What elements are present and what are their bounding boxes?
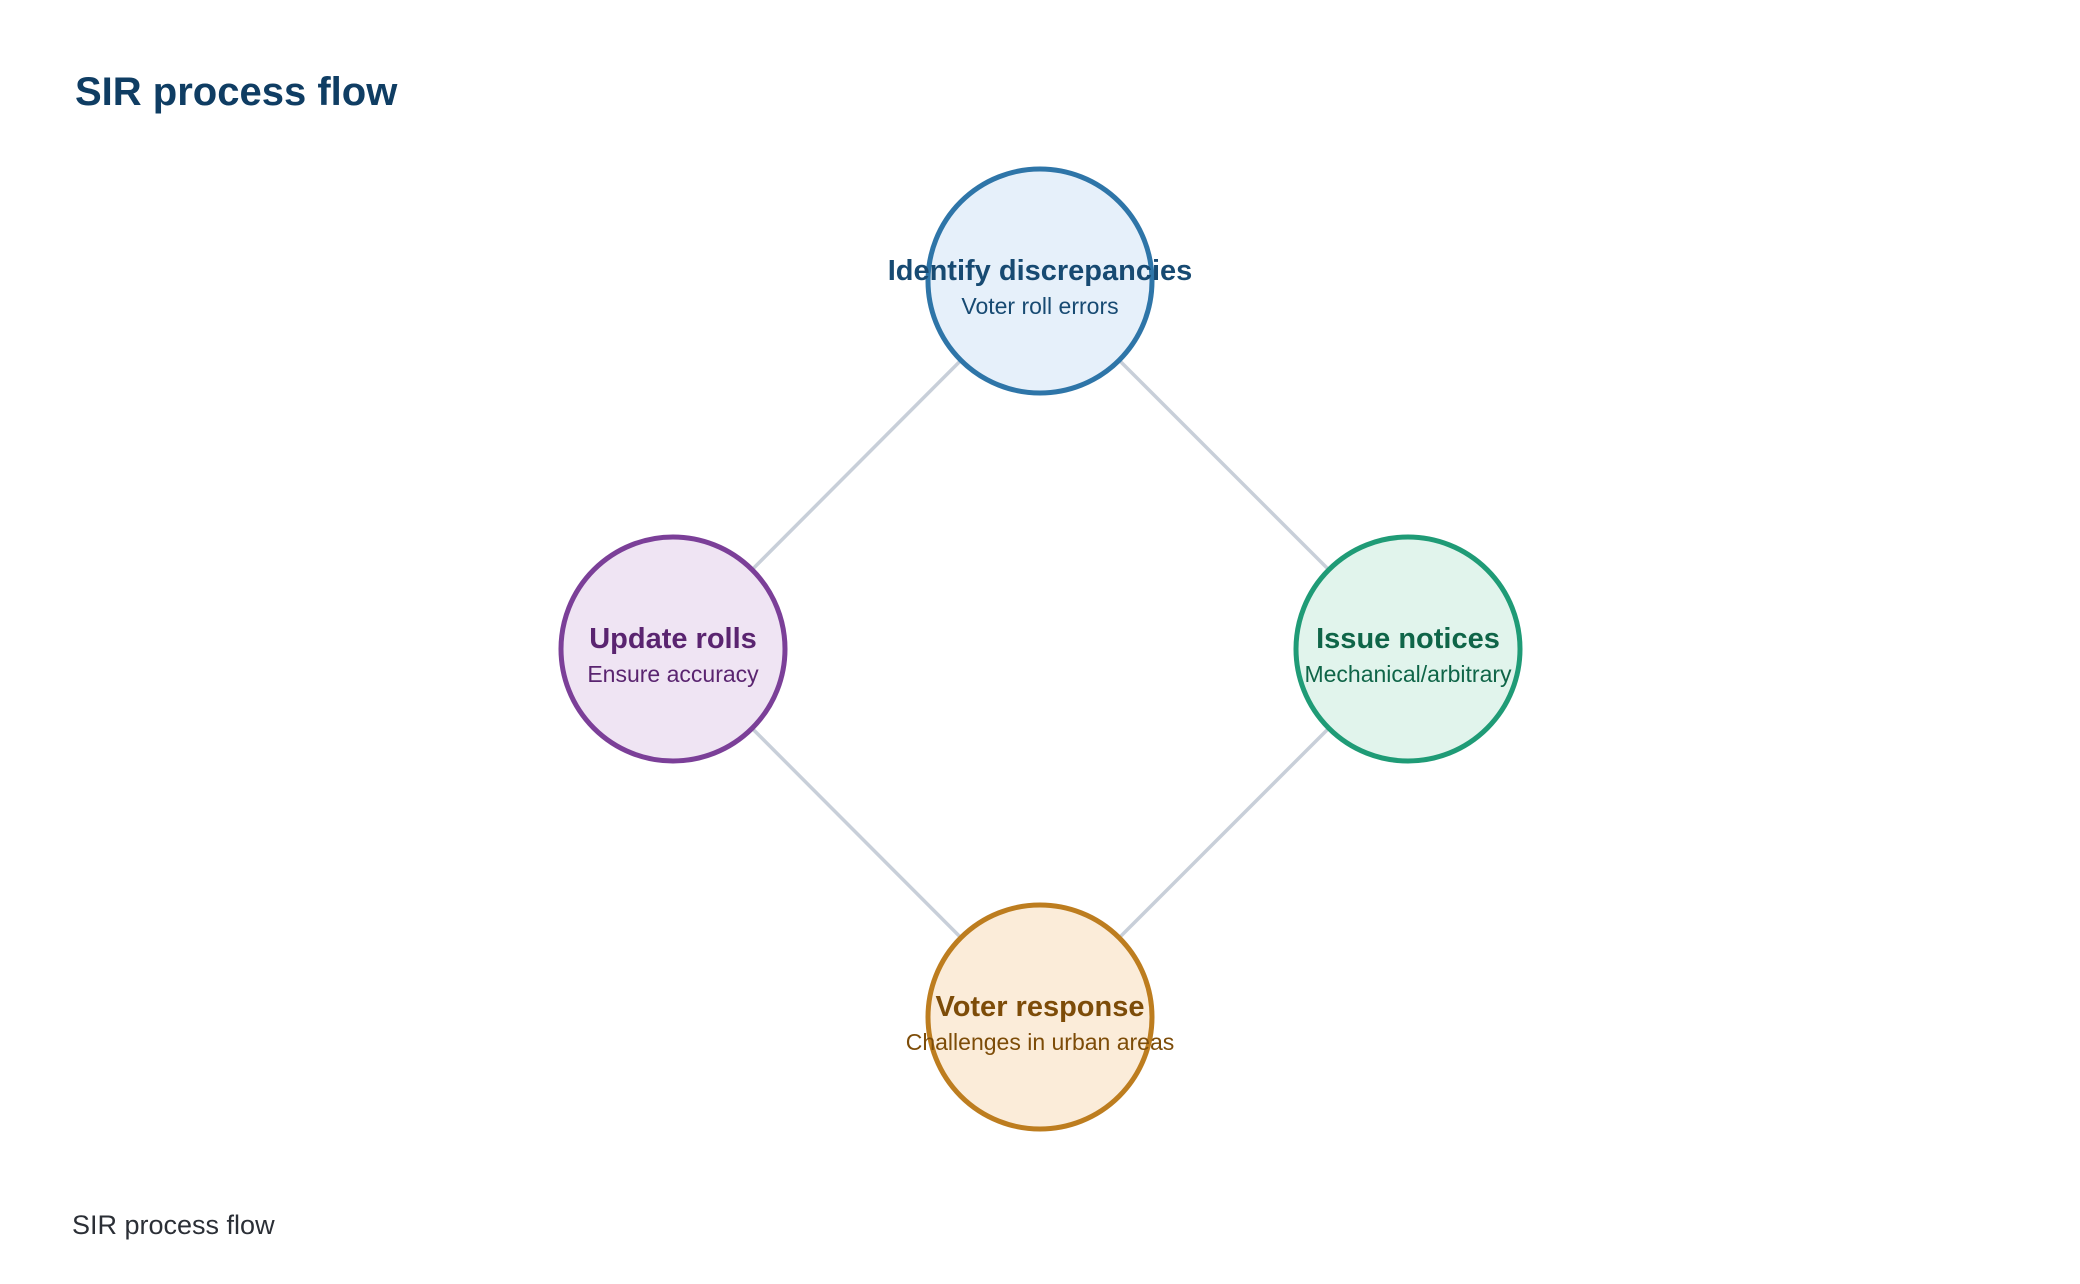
node-circle-voter — [925, 902, 1155, 1132]
edge-voter-to-update — [752, 728, 961, 938]
node-circle-identify — [925, 166, 1155, 396]
node-subtitle-identify: Voter roll errors — [961, 293, 1118, 319]
edge-issue-to-voter — [1119, 728, 1329, 938]
node-circle-update — [558, 534, 788, 764]
edge-layer — [752, 360, 1329, 938]
node-title-issue: Issue notices — [1316, 623, 1500, 655]
node-title-identify: Identify discrepancies — [888, 255, 1193, 287]
node-subtitle-voter: Challenges in urban areas — [906, 1029, 1175, 1055]
node-circle-issue — [1293, 534, 1523, 764]
footer-caption: SIR process flow — [72, 1210, 275, 1240]
page-title: SIR process flow — [75, 70, 398, 114]
edge-identify-to-issue — [1119, 360, 1329, 570]
node-subtitle-issue: Mechanical/arbitrary — [1304, 661, 1512, 687]
node-subtitle-update: Ensure accuracy — [587, 661, 759, 687]
node-title-voter: Voter response — [936, 991, 1145, 1023]
edge-update-to-identify — [752, 360, 961, 570]
node-title-update: Update rolls — [589, 623, 757, 655]
